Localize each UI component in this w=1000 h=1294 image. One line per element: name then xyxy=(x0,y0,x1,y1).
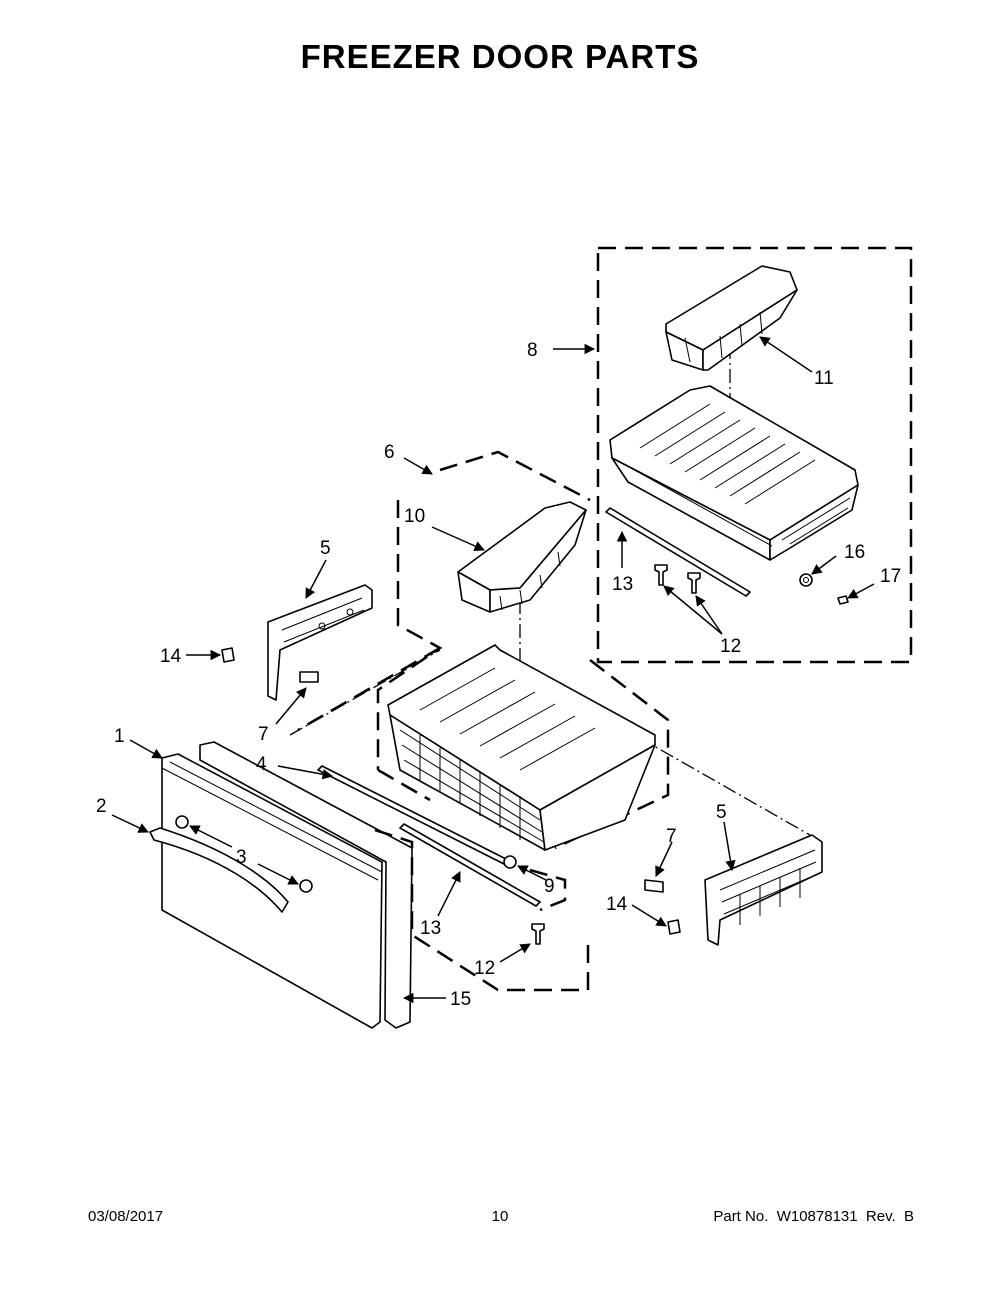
lower-bumper-9 xyxy=(503,855,517,869)
callout-7-left: 7 xyxy=(258,724,269,745)
right-clip-14 xyxy=(667,919,681,935)
lower-slide-rod-13 xyxy=(399,823,541,907)
page-title: FREEZER DOOR PARTS xyxy=(300,38,700,75)
upper-small-bin xyxy=(665,265,798,371)
handle-screw-upper xyxy=(175,815,189,829)
upper-washer xyxy=(799,573,813,587)
left-slide-rail xyxy=(267,584,373,701)
callout-3: 3 xyxy=(236,847,247,868)
callout-14-left: 14 xyxy=(160,646,182,667)
axis-line-left xyxy=(289,649,441,736)
assembly-6-boundary xyxy=(297,450,670,992)
callout-15: 15 xyxy=(450,989,471,1010)
lower-screw xyxy=(531,923,545,945)
callout-1: 1 xyxy=(114,726,125,747)
left-clip-14 xyxy=(221,647,235,663)
assembly-8-boundary xyxy=(596,246,913,664)
lower-small-bin xyxy=(457,501,587,613)
callout-2: 2 xyxy=(96,796,107,817)
upper-freezer-basket xyxy=(609,385,859,561)
callout-12-upper: 12 xyxy=(720,636,741,657)
callout-7-right: 7 xyxy=(666,826,677,847)
upper-screws xyxy=(654,564,701,594)
callout-13-lower: 13 xyxy=(420,918,441,939)
right-slide-rail xyxy=(704,834,823,946)
callout-6: 6 xyxy=(384,442,395,463)
callout-13-upper: 13 xyxy=(612,574,633,595)
callout-8: 8 xyxy=(527,340,538,361)
upper-slide-rod xyxy=(605,507,751,597)
upper-washer-hole xyxy=(803,577,809,583)
door-handle xyxy=(149,827,289,913)
callout-12-lower: 12 xyxy=(474,958,495,979)
callout-9: 9 xyxy=(544,876,555,897)
leader-lines xyxy=(111,336,875,1004)
callout-5-left: 5 xyxy=(320,538,331,559)
right-screw-7 xyxy=(644,879,664,893)
footer-page-number: 10 xyxy=(491,1208,509,1225)
callout-11: 11 xyxy=(814,368,834,389)
handle-screw-lower xyxy=(299,879,313,893)
callout-5-right: 5 xyxy=(716,802,727,823)
callout-16: 16 xyxy=(844,542,865,563)
upper-small-screw xyxy=(837,595,849,605)
door-gasket xyxy=(199,741,413,1029)
left-screw-7 xyxy=(299,671,319,683)
callout-4: 4 xyxy=(256,754,267,775)
callout-10: 10 xyxy=(404,506,425,527)
callout-17: 17 xyxy=(880,566,901,587)
callout-14-right: 14 xyxy=(606,894,628,915)
footer-part-number: Part No. W10878131 Rev. B xyxy=(713,1208,914,1225)
axis-line-right xyxy=(639,737,811,836)
footer-date: 03/08/2017 xyxy=(88,1208,164,1225)
lower-freezer-basket xyxy=(387,644,656,851)
